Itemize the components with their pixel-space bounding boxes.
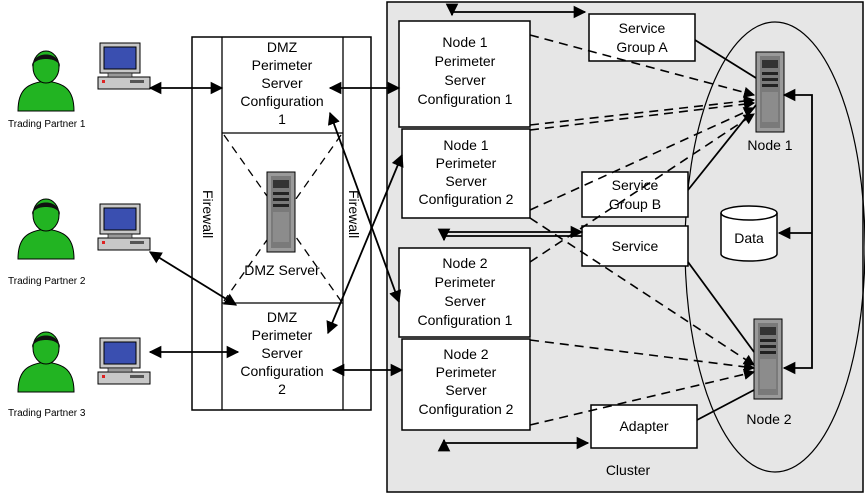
svg-text:Service: Service [619, 20, 666, 36]
svg-text:Server: Server [444, 293, 486, 309]
svg-text:Configuration 1: Configuration 1 [418, 312, 513, 328]
dmz-server-icon [266, 171, 296, 253]
partner3-person-icon [17, 331, 75, 393]
svg-text:Node 1: Node 1 [442, 34, 487, 50]
svg-text:Perimeter: Perimeter [252, 57, 313, 73]
partner1-label: Trading Partner 1 [8, 119, 86, 130]
svg-text:Configuration: Configuration [240, 363, 323, 379]
svg-text:Server: Server [444, 72, 486, 88]
node1-server-icon [755, 51, 785, 133]
firewall-right-label: Firewall [346, 190, 362, 238]
svg-text:Server: Server [261, 75, 303, 91]
partner2-label: Trading Partner 2 [8, 276, 86, 287]
svg-text:Perimeter: Perimeter [436, 364, 497, 380]
partner2-person-icon [17, 198, 75, 260]
svg-text:Service: Service [612, 238, 659, 254]
node2-label: Node 2 [746, 411, 791, 427]
node2-config2-box [401, 338, 531, 431]
node1-config2-box [401, 128, 531, 219]
svg-text:Group B: Group B [609, 196, 661, 212]
cluster-label: Cluster [606, 462, 651, 478]
svg-text:Data: Data [734, 230, 764, 246]
partner2-computer-icon [97, 203, 151, 251]
dmz-config-1: DMZ Perimeter Server Configuration 1 [240, 39, 323, 127]
dmz-server-label: DMZ Server [244, 262, 320, 278]
service-group-a-box [588, 13, 696, 62]
svg-text:Service: Service [612, 177, 659, 193]
node2-config1-box [398, 247, 531, 338]
svg-text:Configuration: Configuration [240, 93, 323, 109]
service-box [581, 225, 689, 267]
svg-text:Configuration 2: Configuration 2 [419, 401, 514, 417]
partner3-computer-icon [97, 337, 151, 385]
dmz-config-2: DMZ Perimeter Server Configuration 2 [240, 309, 323, 397]
svg-text:Server: Server [445, 173, 487, 189]
node1-label: Node 1 [747, 137, 792, 153]
svg-text:Node 2: Node 2 [443, 346, 488, 362]
adapter-box [590, 404, 698, 449]
svg-text:DMZ: DMZ [267, 309, 298, 325]
svg-text:Configuration 2: Configuration 2 [419, 191, 514, 207]
node2-server-icon [753, 318, 783, 400]
dashed-connectors [529, 34, 756, 426]
svg-text:Perimeter: Perimeter [436, 155, 497, 171]
partner3-label: Trading Partner 3 [8, 408, 86, 419]
partner1-computer-icon [97, 42, 151, 90]
svg-text:Server: Server [445, 382, 487, 398]
svg-text:Perimeter: Perimeter [252, 327, 313, 343]
service-group-b-box [581, 171, 689, 218]
partner1-person-icon [17, 50, 75, 112]
data-store: Data [720, 205, 778, 262]
svg-text:Perimeter: Perimeter [435, 53, 496, 69]
svg-text:Adapter: Adapter [619, 418, 668, 434]
svg-text:Perimeter: Perimeter [435, 274, 496, 290]
svg-text:Configuration 1: Configuration 1 [418, 91, 513, 107]
svg-text:Node 2: Node 2 [442, 255, 487, 271]
svg-text:1: 1 [278, 111, 286, 127]
svg-text:DMZ: DMZ [267, 39, 298, 55]
node1-config1-box [398, 20, 531, 128]
firewall-left-label: Firewall [200, 190, 216, 238]
svg-text:Node 1: Node 1 [443, 137, 488, 153]
svg-text:Server: Server [261, 345, 303, 361]
svg-text:2: 2 [278, 381, 286, 397]
svg-text:Group A: Group A [616, 39, 668, 55]
